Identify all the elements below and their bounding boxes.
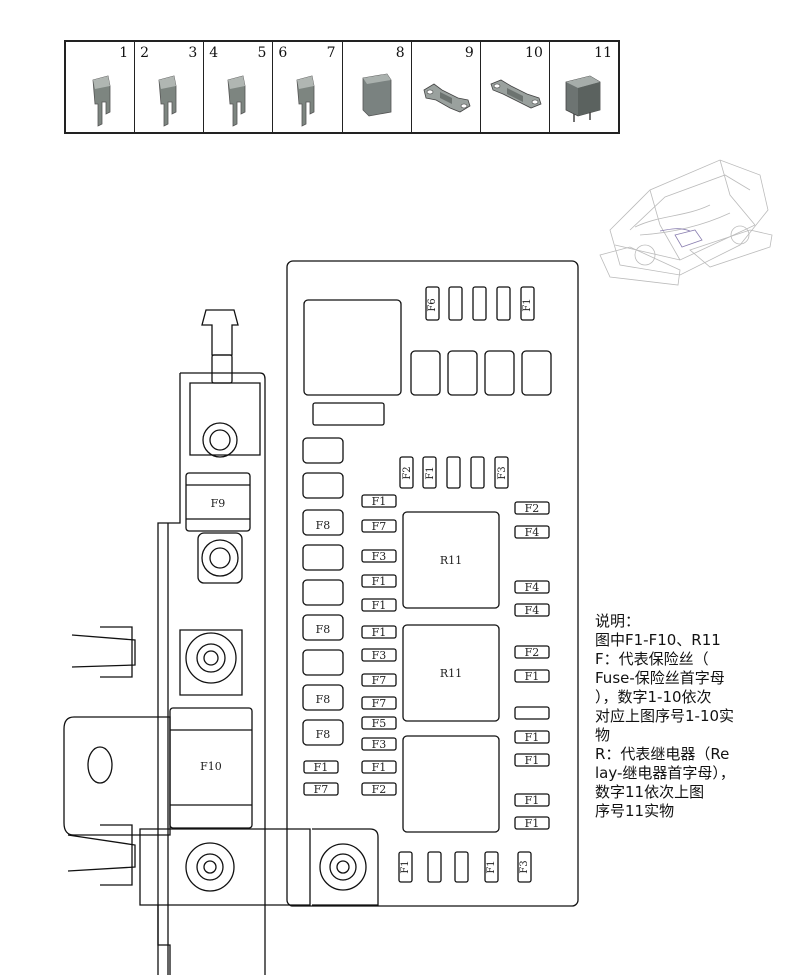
legend-cell-9: 9 (412, 42, 481, 132)
explanation-notes: 说明： 图中F1-F10、R11 F：代表保险丝（ Fuse-保险丝首字母 ），… (595, 612, 800, 821)
fuse-box-diagram: F6 F1 F2 F1 F3 F8 F8 F8 F8 R11 R11 F1 F7… (63, 260, 579, 975)
note-line: R：代表继电器（Re (595, 745, 730, 763)
fuse-label-F3: F3 (497, 466, 508, 479)
fuse-label-F3: F3 (372, 649, 387, 662)
fuse-label-F1: F1 (486, 860, 497, 873)
fuse-label-F1: F1 (425, 466, 436, 479)
fuse-label-F1: F1 (525, 794, 540, 807)
bolt-fuse-icon (423, 83, 471, 113)
fuse-label-F1: F1 (400, 860, 411, 873)
fuse-label-F7: F7 (372, 674, 387, 687)
legend-number: 2 (140, 45, 150, 61)
legend-number: 4 (209, 45, 219, 61)
vehicle-location-illustration (599, 159, 773, 286)
fuse-label-F1: F1 (372, 495, 387, 508)
fuse-label-F3: F3 (372, 738, 387, 751)
fuse-label-F3: F3 (372, 550, 387, 563)
fuse-label-F1: F1 (522, 298, 533, 311)
note-line: 图中F1-F10、R11 (595, 631, 721, 649)
fuse-label-F4: F4 (525, 581, 540, 594)
note-line: F：代表保险丝（ (595, 650, 709, 668)
fuse-label-F1: F1 (372, 599, 387, 612)
note-line: 序号11实物 (595, 802, 675, 820)
fuse-label-F1: F1 (525, 754, 540, 767)
legend-number: 6 (278, 45, 288, 61)
fuse-label-F8: F8 (316, 519, 331, 532)
fuse-label-F4: F4 (525, 604, 540, 617)
legend-cell-11: 11 (550, 42, 618, 132)
fuse-label-F2: F2 (525, 502, 540, 515)
legend-cell-10: 10 (481, 42, 550, 132)
fuse-label-F5: F5 (372, 717, 387, 730)
fuse-label-F1: F1 (525, 817, 540, 830)
legend-number: 8 (395, 45, 405, 61)
fuse-label-F1: F1 (525, 731, 540, 744)
fuse-label-F8: F8 (316, 728, 331, 741)
fuse-label-F10: F10 (200, 760, 222, 773)
legend-number: 9 (464, 45, 474, 61)
fuse-label-F6: F6 (427, 298, 438, 311)
note-line: 物 (595, 726, 611, 744)
fuse-label-F9: F9 (211, 497, 226, 510)
legend-cell-2-3: 2 3 (135, 42, 205, 132)
fuse-label-F1: F1 (314, 761, 329, 774)
legend-cell-1: 1 (66, 42, 136, 132)
legend-number: 5 (257, 45, 267, 61)
mini-fuse-icon (92, 75, 111, 127)
note-line: 说明： (595, 612, 641, 630)
fuse-box-housing (286, 260, 579, 907)
note-line: Fuse-保险丝首字母 (595, 669, 725, 687)
cartridge-fuse-icon (362, 73, 391, 117)
note-line: 数字11依次上图 (595, 783, 705, 801)
bolt-fuse-icon (490, 79, 542, 109)
note-line: lay-继电器首字母）， (595, 764, 735, 782)
fuse-label-F7: F7 (372, 520, 387, 533)
fuse-label-F2: F2 (402, 466, 413, 479)
fuse-label-F1: F1 (372, 626, 387, 639)
component-legend: 1 2 3 4 5 6 7 8 (64, 40, 620, 134)
legend-number: 3 (188, 45, 198, 61)
fuse-label-F7: F7 (314, 783, 329, 796)
legend-number: 11 (594, 45, 612, 61)
fuse-label-F4: F4 (525, 526, 540, 539)
fuse-label-F8: F8 (316, 623, 331, 636)
relay-label-R11: R11 (440, 667, 462, 680)
legend-cell-4-5: 4 5 (204, 42, 274, 132)
fuse-label-F7: F7 (372, 697, 387, 710)
mini-fuse-icon (296, 75, 315, 127)
legend-cell-8: 8 (343, 42, 412, 132)
fuse-label-F1: F1 (525, 670, 540, 683)
mini-fuse-icon (227, 75, 246, 127)
legend-number: 7 (326, 45, 336, 61)
legend-number: 1 (119, 45, 129, 61)
relay-label-R11: R11 (440, 554, 462, 567)
fuse-label-F1: F1 (372, 575, 387, 588)
mini-fuse-icon (158, 75, 177, 127)
fuse-label-F1: F1 (372, 761, 387, 774)
fuse-label-F3: F3 (519, 860, 530, 873)
note-line: 对应上图序号1-10实 (595, 707, 735, 725)
relay-icon (565, 75, 601, 122)
fuse-label-F2: F2 (525, 646, 540, 659)
note-line: ），数字1-10依次 (595, 688, 712, 706)
legend-cell-6-7: 6 7 (273, 42, 343, 132)
fuse-label-F2: F2 (372, 783, 387, 796)
fuse-label-F8: F8 (316, 693, 331, 706)
legend-number: 10 (525, 45, 543, 61)
